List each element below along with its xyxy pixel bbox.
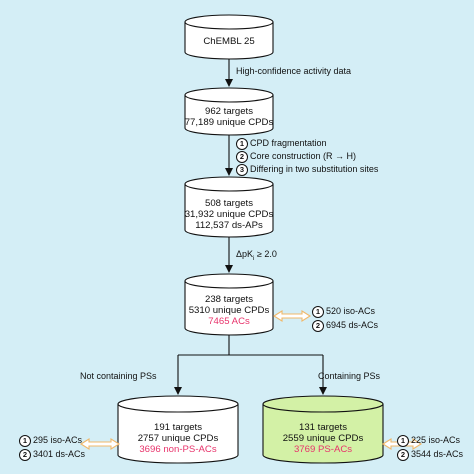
- cylinder-191: [117, 395, 239, 464]
- side-note-131-ds: 3544 ds-ACs: [411, 449, 464, 459]
- marker-3-icon: 3: [236, 163, 248, 176]
- label-high-confidence: High-confidence activity data: [236, 66, 352, 76]
- box-238-targets: 238 targets: [204, 294, 253, 305]
- label-not-containing-ps: Not containing PSs: [80, 371, 157, 381]
- box-238-cpds: 5310 unique CPDs: [188, 305, 270, 316]
- label-pki-prefix: ΔpK: [236, 249, 254, 259]
- side-note-238-ds: 6945 ds-ACs: [326, 320, 379, 330]
- box-191-cpds: 2757 unique CPDs: [137, 433, 219, 444]
- label-pki-suffix: ≥ 2.0: [254, 249, 277, 259]
- cylinder-131: [262, 395, 384, 464]
- marker-2-icon: 2: [236, 150, 248, 163]
- box-chembl-line1: ChEMBL 25: [203, 36, 255, 47]
- step-3-text: Differing in two substitution sites: [250, 164, 379, 174]
- box-508-cpds: 31,932 unique CPDs: [184, 209, 274, 220]
- marker-1-icon: 1: [312, 305, 324, 318]
- box-131-cpds: 2559 unique CPDs: [282, 433, 364, 444]
- double-arrow-238: [272, 310, 312, 322]
- box-131: 131 targets 2559 unique CPDs 3769 PS-ACs: [263, 422, 383, 455]
- marker-2-icon: 2: [19, 448, 31, 461]
- box-191: 191 targets 2757 unique CPDs 3696 non-PS…: [118, 422, 238, 455]
- cylinder-238: [184, 273, 274, 336]
- box-962-cpds: 77,189 unique CPDs: [184, 117, 274, 128]
- box-131-targets: 131 targets: [298, 422, 347, 433]
- box-191-targets: 191 targets: [153, 422, 202, 433]
- side-note-238-iso: 520 iso-ACs: [326, 306, 376, 316]
- side-note-131-iso: 225 iso-ACs: [411, 435, 461, 445]
- label-pki-sub: i: [253, 254, 255, 262]
- cylinder-962: [184, 87, 274, 136]
- marker-1-icon: 1: [19, 434, 31, 447]
- step-1-text: CPD fragmentation: [250, 138, 327, 148]
- box-238-acs: 7465 ACs: [208, 316, 250, 327]
- double-arrow-191: [79, 438, 121, 450]
- cylinder-chembl: [184, 14, 274, 60]
- marker-2-icon: 2: [312, 319, 324, 332]
- split-connector: [174, 335, 327, 395]
- box-508-targets: 508 targets: [204, 198, 253, 209]
- marker-1-icon: 1: [397, 434, 409, 447]
- box-962: 962 targets 77,189 unique CPDs: [180, 106, 278, 128]
- box-191-acs: 3696 non-PS-ACs: [139, 444, 217, 455]
- label-pki: ΔpKi ≥ 2.0: [236, 249, 277, 262]
- label-containing-ps: Containing PSs: [318, 371, 381, 381]
- step-2-text: Core construction (R → H): [250, 151, 357, 161]
- box-chembl: ChEMBL 25: [185, 36, 273, 47]
- box-508-dsaps: 112,537 ds-APs: [195, 220, 263, 231]
- side-note-191-ds: 3401 ds-ACs: [33, 449, 86, 459]
- marker-1-icon: 1: [236, 137, 248, 150]
- side-note-191-iso: 295 iso-ACs: [33, 435, 83, 445]
- box-508: 508 targets 31,932 unique CPDs 112,537 d…: [180, 198, 278, 231]
- box-131-acs: 3769 PS-ACs: [293, 444, 353, 455]
- marker-2-icon: 2: [397, 448, 409, 461]
- box-238: 238 targets 5310 unique CPDs 7465 ACs: [180, 294, 278, 327]
- box-962-targets: 962 targets: [204, 106, 253, 117]
